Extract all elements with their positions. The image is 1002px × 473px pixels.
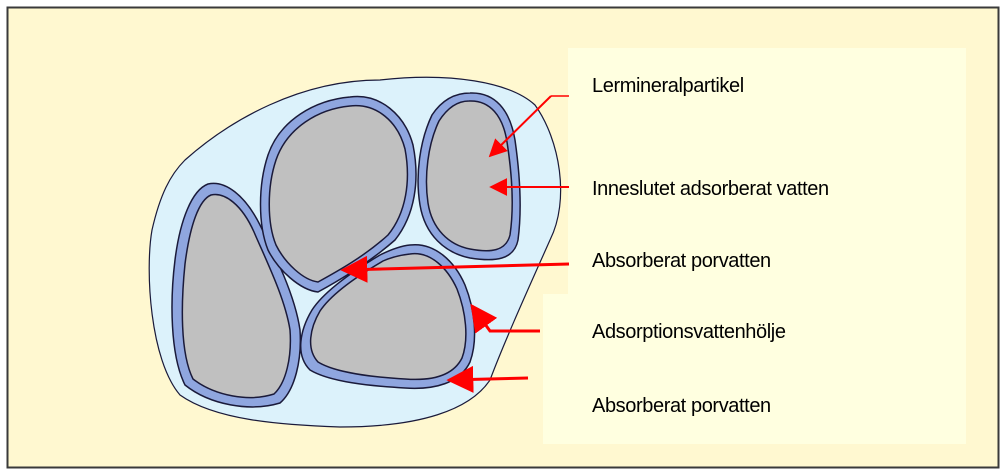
label-box-bottom [543, 294, 966, 444]
label-pore-water-outer: Absorberat porvatten [592, 395, 771, 418]
label-enclosed-water: Inneslutet adsorberat vatten [592, 178, 829, 201]
label-adsorption-shell: Adsorptionsvattenhölje [592, 321, 786, 344]
label-pore-water-inner: Absorberat porvatten [592, 250, 771, 273]
particle-right [426, 101, 512, 251]
label-particle: Lermineralpartikel [592, 75, 744, 98]
red-arrow-icon [449, 378, 528, 380]
